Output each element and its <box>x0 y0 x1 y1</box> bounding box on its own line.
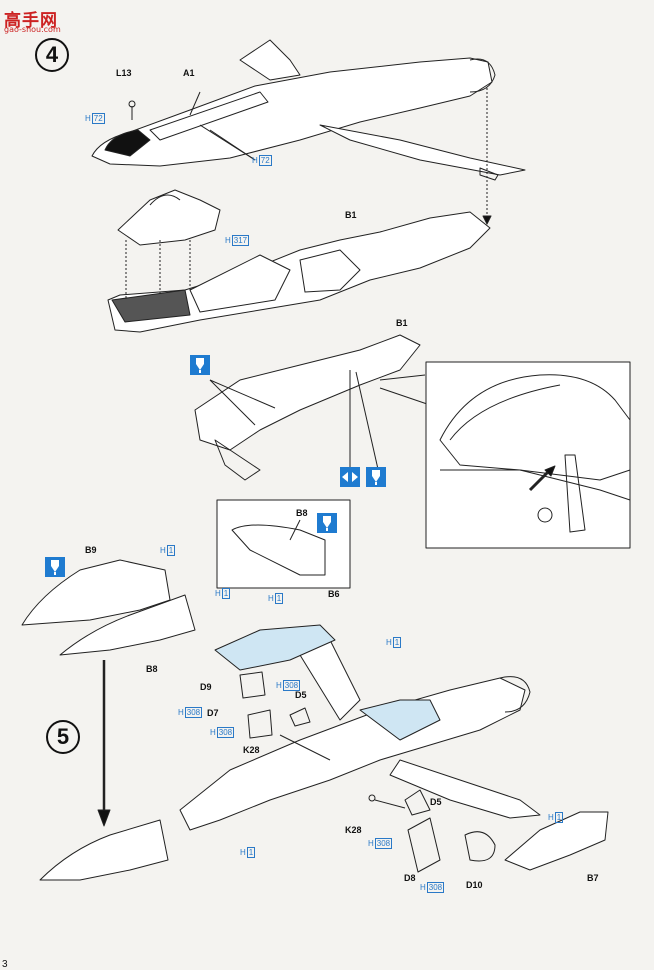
part-label-k28-lower: K28 <box>345 825 362 835</box>
glue-icon <box>45 557 65 577</box>
canopy-detail-inset <box>425 361 631 549</box>
watermark-url: gao-shou.com <box>4 25 61 34</box>
part-label-b1-upper: B1 <box>345 210 357 220</box>
part-label-b7: B7 <box>587 873 599 883</box>
part-label-d5-upper: D5 <box>295 690 307 700</box>
b1-detail-drawing <box>194 334 431 481</box>
part-label-l13: L13 <box>116 68 132 78</box>
part-label-a1: A1 <box>183 68 195 78</box>
glue-icon <box>366 467 386 487</box>
glue-icon <box>190 355 210 375</box>
part-label-d9: D9 <box>200 682 212 692</box>
part-label-k28-upper: K28 <box>243 745 260 755</box>
open-close-icon <box>340 467 360 487</box>
step-4-marker: 4 <box>35 38 69 72</box>
part-label-d10: D10 <box>466 880 483 890</box>
part-label-d5-lower: D5 <box>430 797 442 807</box>
part-label-d7: D7 <box>207 708 219 718</box>
part-label-b6: B6 <box>328 589 340 599</box>
glue-icon <box>317 513 337 533</box>
page-number: 3 <box>2 959 8 970</box>
nose-parts-drawing <box>21 559 196 881</box>
step-5-marker: 5 <box>46 720 80 754</box>
upper-fuselage-drawing <box>91 39 526 225</box>
part-label-b1-lower: B1 <box>396 318 408 328</box>
cockpit-and-lower-fuselage-drawing <box>107 189 491 333</box>
part-label-b8-inset: B8 <box>296 508 308 518</box>
part-label-b9: B9 <box>85 545 97 555</box>
part-label-d8: D8 <box>404 873 416 883</box>
aircraft-assembly-drawing <box>179 624 609 873</box>
watermark-title: 高手网 <box>4 11 58 31</box>
watermark-logo: 高手网 gao-shou.com <box>4 6 84 36</box>
part-label-b8: B8 <box>146 664 158 674</box>
